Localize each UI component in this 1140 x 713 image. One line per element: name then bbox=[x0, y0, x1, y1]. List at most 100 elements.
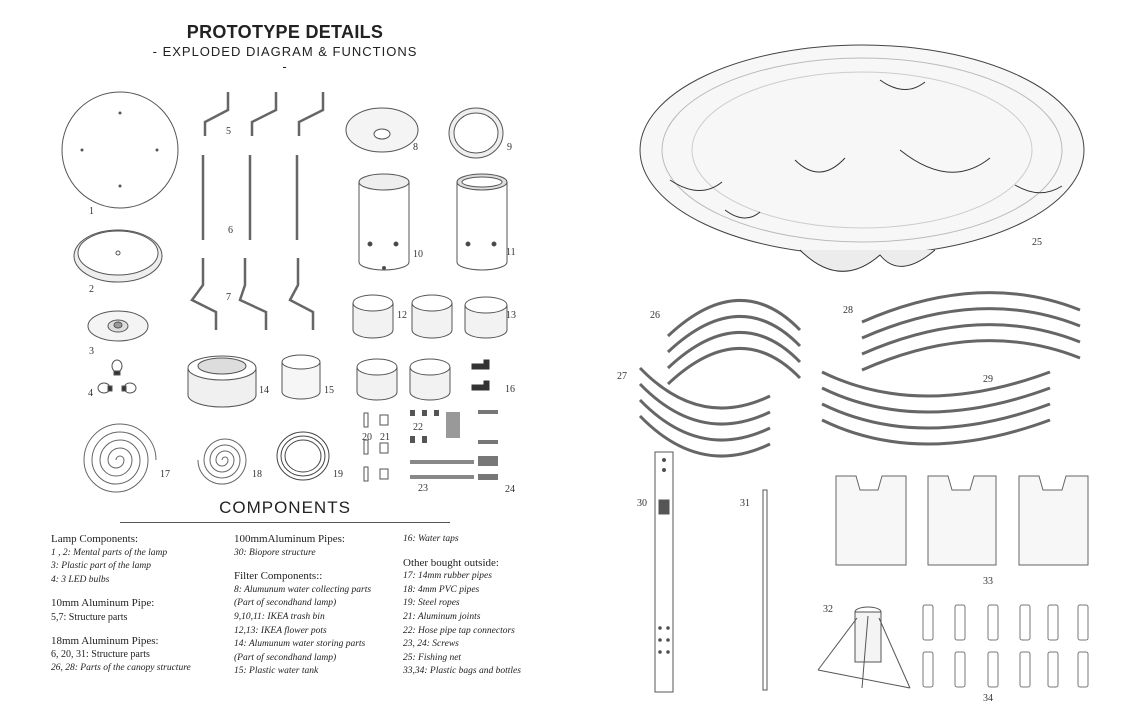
part-number-label: 27 bbox=[617, 371, 627, 382]
legend-spacer bbox=[51, 625, 226, 635]
part-number-label: 2 bbox=[89, 284, 94, 295]
part-10-bin bbox=[358, 173, 410, 271]
part-32-tripod bbox=[817, 606, 911, 689]
part-number-label: 19 bbox=[333, 469, 343, 480]
part-2-metal-plate bbox=[73, 229, 163, 283]
legend-entry: 5,7: Structure parts bbox=[51, 611, 128, 623]
part-number-label: 14 bbox=[259, 385, 269, 396]
part-number-label: 31 bbox=[740, 498, 750, 509]
part-7-bent-pipes bbox=[190, 258, 315, 330]
part-11-bin bbox=[456, 173, 508, 271]
part-9-bin-lid bbox=[448, 107, 504, 159]
part-number-label: 11 bbox=[506, 247, 516, 258]
legend-entry: 9,10,11: IKEA trash bin bbox=[234, 611, 325, 622]
part-4-led-bulbs bbox=[97, 359, 137, 394]
legend-entry: 1 , 2: Mental parts of the lamp bbox=[51, 547, 168, 558]
part-number-label: 10 bbox=[413, 249, 423, 260]
legend-entry: 12,13: IKEA flower pots bbox=[234, 625, 327, 636]
legend-heading: 10mm Aluminum Pipe: bbox=[51, 597, 155, 610]
part-28-canopy-arcs bbox=[861, 291, 1081, 372]
part-number-label: 32 bbox=[823, 604, 833, 615]
components-heading: COMPONENTS bbox=[219, 498, 351, 517]
part-3-plastic-part bbox=[87, 310, 149, 342]
part-number-label: 21 bbox=[380, 432, 390, 443]
part-8-water-collector bbox=[345, 107, 419, 153]
part-number-label: 20 bbox=[362, 432, 372, 443]
legend-entry: 26, 28: Parts of the canopy structure bbox=[51, 662, 191, 673]
part-number-label: 23 bbox=[418, 483, 428, 494]
legend-entry: (Part of secondhand lamp) bbox=[234, 652, 337, 663]
part-number-label: 9 bbox=[507, 142, 512, 153]
part-1-metal-disc bbox=[61, 91, 179, 209]
part-number-label: 26 bbox=[650, 310, 660, 321]
part-26-canopy-arcs bbox=[666, 298, 802, 386]
legend-entry: 14: Alumunum water storing parts bbox=[234, 639, 366, 650]
part-30-biopore-pipe bbox=[654, 451, 674, 693]
legend-entry: 23, 24: Screws bbox=[403, 639, 459, 650]
part-12-flower-pots bbox=[352, 294, 453, 339]
part-number-label: 13 bbox=[506, 310, 516, 321]
legend-entry: 8: Alumunum water collecting parts bbox=[234, 584, 372, 595]
part-number-label: 5 bbox=[226, 126, 231, 137]
legend-heading: Other bought outside: bbox=[403, 556, 499, 569]
part-5-bent-pipes bbox=[203, 92, 325, 136]
part-13-flower-pot bbox=[464, 296, 508, 339]
part-number-label: 33 bbox=[983, 576, 993, 587]
legend-entry: 15: Plastic water tank bbox=[234, 666, 319, 677]
legend-heading: Lamp Components: bbox=[51, 533, 139, 545]
part-14-water-storing bbox=[187, 355, 257, 408]
part-number-label: 34 bbox=[983, 693, 993, 704]
legend-spacer bbox=[51, 587, 226, 597]
part-number-label: 24 bbox=[505, 484, 515, 495]
part-12-flower-pots-row2 bbox=[356, 358, 451, 401]
part-number-label: 6 bbox=[228, 225, 233, 236]
part-number-label: 25 bbox=[1032, 237, 1042, 248]
part-25-fishing-net-canopy bbox=[639, 44, 1085, 272]
legend-entry: 25: Fishing net bbox=[403, 652, 462, 663]
components-divider bbox=[120, 522, 450, 523]
part-33-plastic-bags bbox=[835, 475, 1089, 566]
legend-column-lamp-pipes: Lamp Components: 1 , 2: Mental parts of t… bbox=[51, 533, 226, 675]
part-number-label: 30 bbox=[637, 498, 647, 509]
legend-spacer bbox=[403, 547, 543, 557]
part-number-label: 7 bbox=[226, 292, 231, 303]
legend-heading: 18mm Aluminum Pipes: bbox=[51, 634, 159, 647]
legend-entry: 22: Hose pipe tap connectors bbox=[403, 625, 515, 636]
part-16-water-taps bbox=[471, 359, 490, 391]
part-number-label: 18 bbox=[252, 469, 262, 480]
part-number-label: 4 bbox=[88, 388, 93, 399]
part-number-label: 22 bbox=[413, 422, 423, 433]
part-number-label: 1 bbox=[89, 206, 94, 217]
part-number-label: 15 bbox=[324, 385, 334, 396]
part-number-label: 3 bbox=[89, 346, 94, 357]
legend-entry: 30: Biopore structure bbox=[234, 547, 316, 558]
part-number-label: 29 bbox=[983, 374, 993, 385]
part-number-label: 16 bbox=[505, 384, 515, 395]
legend-heading: Filter Components:: bbox=[234, 570, 323, 583]
page-subtitle: - EXPLODED DIAGRAM & FUNCTIONS - bbox=[152, 44, 418, 74]
legend-heading: 100mmAluminum Pipes: bbox=[234, 533, 345, 545]
part-number-label: 12 bbox=[397, 310, 407, 321]
legend-entry: 4: 3 LED bulbs bbox=[51, 574, 110, 585]
part-31-pipe bbox=[762, 489, 768, 691]
legend-entry: 16: Water taps bbox=[403, 534, 459, 544]
legend-entry: 3: Plastic part of the lamp bbox=[51, 561, 152, 572]
part-number-label: 8 bbox=[413, 142, 418, 153]
legend-entry: 21: Aluminum joints bbox=[403, 611, 481, 622]
legend-entry: 18: 4mm PVC pipes bbox=[403, 584, 480, 595]
legend-entry: 33,34: Plastic bags and bottles bbox=[403, 666, 521, 677]
part-17-rubber-pipe-spiral bbox=[83, 423, 157, 493]
legend-column-filter: 100mmAluminum Pipes: 30: Biopore structur… bbox=[234, 533, 399, 679]
part-6-straight-pipes bbox=[201, 155, 299, 240]
part-number-label: 28 bbox=[843, 305, 853, 316]
part-34-bottles bbox=[922, 604, 1089, 688]
page-title: PROTOTYPE DETAILS bbox=[186, 22, 384, 42]
legend-entry: (Part of secondhand lamp) bbox=[234, 598, 337, 609]
legend-entry: 17: 14mm rubber pipes bbox=[403, 571, 492, 582]
part-15-water-tank bbox=[281, 354, 321, 400]
part-number-label: 17 bbox=[160, 469, 170, 480]
part-22-23-24-connectors-screws bbox=[410, 410, 498, 480]
part-19-steel-rope bbox=[276, 431, 330, 481]
